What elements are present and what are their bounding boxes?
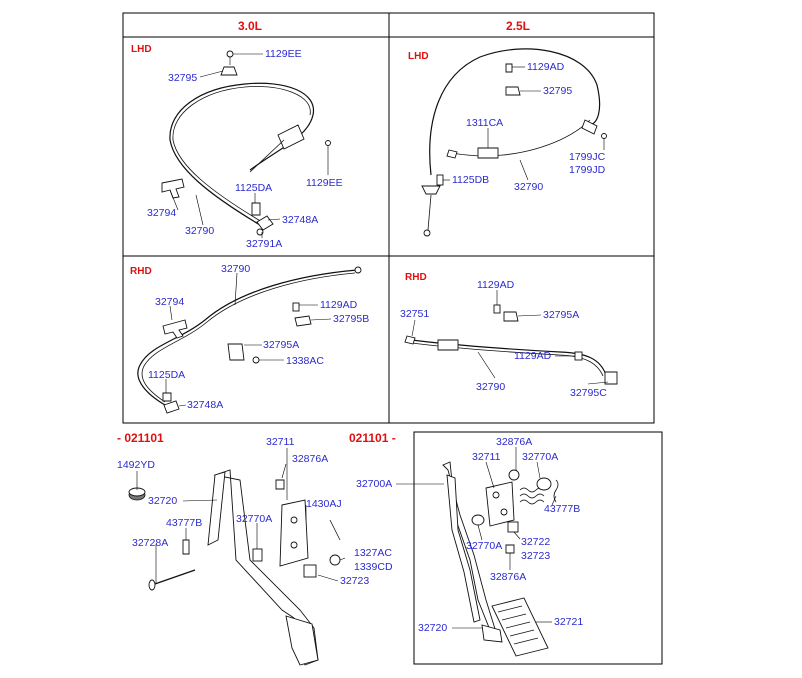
label-1129ad: 1129AD <box>527 61 565 73</box>
label-32770a: 32770A <box>236 513 272 525</box>
q3-leaders <box>165 272 332 407</box>
label-32728a: 32728A <box>132 537 168 549</box>
label-32790: 32790 <box>221 263 250 275</box>
q2-labels: 1129AD 32795 1311CA 1125DB 1799JC 1799JD… <box>452 61 606 193</box>
label-1492yd: 1492YD <box>117 459 155 471</box>
side-lhd-3-0l: LHD <box>131 44 152 55</box>
side-rhd-3-0l: RHD <box>130 266 152 277</box>
label-1799jd: 1799JD <box>569 164 606 176</box>
header-range-late: 021101 - <box>349 431 396 445</box>
label-1125da: 1125DA <box>235 182 272 194</box>
header-range-early: - 021101 <box>117 431 164 445</box>
br-labels: 32700A 32876A 32711 32770A 43777B 32770A… <box>356 436 583 634</box>
label-32720: 32720 <box>148 495 177 507</box>
label-1799jc: 1799JC <box>569 151 606 163</box>
label-1129ad-top: 1129AD <box>477 279 515 291</box>
top-grid-frame <box>122 12 655 424</box>
label-32795b: 32795B <box>333 313 369 325</box>
label-32795c: 32795C <box>570 387 607 399</box>
label-32791a: 32791A <box>246 238 282 250</box>
label-32700a: 32700A <box>356 478 392 490</box>
label-32720: 32720 <box>418 622 447 634</box>
label-1129ad-mid: 1129AD <box>514 350 552 362</box>
label-32876a-top: 32876A <box>496 436 532 448</box>
label-32795: 32795 <box>543 85 572 97</box>
label-32751: 32751 <box>400 308 429 320</box>
label-1339cd: 1339CD <box>354 561 393 573</box>
q4-labels: 1129AD 32751 32795A 1129AD 32790 32795C <box>400 279 607 399</box>
q4-drawing <box>404 304 618 385</box>
bl-leaders <box>136 448 346 584</box>
bl-drawing <box>128 469 341 666</box>
label-32790: 32790 <box>514 181 543 193</box>
label-1430aj: 1430AJ <box>306 498 342 510</box>
label-43777b: 43777B <box>166 517 202 529</box>
label-32794: 32794 <box>147 207 176 219</box>
br-drawing <box>442 461 559 657</box>
label-1129ad: 1129AD <box>320 299 358 311</box>
label-32795a: 32795A <box>263 339 299 351</box>
side-rhd-2-5l: RHD <box>405 272 427 283</box>
q3-labels: 32790 32794 1129AD 32795B 32795A 1338AC … <box>148 263 369 411</box>
label-1125db: 1125DB <box>452 174 489 186</box>
label-32770a-mid: 32770A <box>466 540 502 552</box>
label-32876a: 32876A <box>292 453 328 465</box>
header-3-0l: 3.0L <box>238 19 262 33</box>
q2-leaders <box>443 66 605 181</box>
label-32748a: 32748A <box>187 399 223 411</box>
label-32790: 32790 <box>185 225 214 237</box>
label-32723: 32723 <box>521 550 550 562</box>
label-32722: 32722 <box>521 536 550 548</box>
label-32721: 32721 <box>554 616 583 628</box>
label-1311ca: 1311CA <box>466 117 503 129</box>
label-32794: 32794 <box>155 296 184 308</box>
late-assembly-frame <box>413 431 663 665</box>
bl-labels: 32711 32876A 1492YD 32720 1430AJ 43777B … <box>117 436 393 587</box>
q3-drawing <box>137 266 362 414</box>
q2-drawing <box>421 48 607 237</box>
q1-drawing <box>161 50 331 236</box>
br-leaders <box>396 447 557 629</box>
label-32790: 32790 <box>476 381 505 393</box>
label-32748a: 32748A <box>282 214 318 226</box>
label-1327ac: 1327AC <box>354 547 392 559</box>
header-2-5l: 2.5L <box>506 19 530 33</box>
label-1338ac: 1338AC <box>286 355 324 367</box>
label-32795: 32795 <box>168 72 197 84</box>
label-1129ee-right: 1129EE <box>306 177 343 189</box>
q1-leaders <box>169 53 329 238</box>
label-1125da: 1125DA <box>148 369 185 381</box>
label-32723: 32723 <box>340 575 369 587</box>
label-32711: 32711 <box>472 451 501 463</box>
label-32711: 32711 <box>266 436 295 448</box>
q4-leaders <box>411 290 609 385</box>
label-32876a-bottom: 32876A <box>490 571 526 583</box>
q1-labels: 1129EE 32795 1129EE 1125DA 32794 32748A … <box>147 48 343 250</box>
label-43777b: 43777B <box>544 503 580 515</box>
label-1129ee-top: 1129EE <box>265 48 302 60</box>
label-32795a: 32795A <box>543 309 579 321</box>
label-32770a-top: 32770A <box>522 451 558 463</box>
side-lhd-2-5l: LHD <box>408 51 429 62</box>
